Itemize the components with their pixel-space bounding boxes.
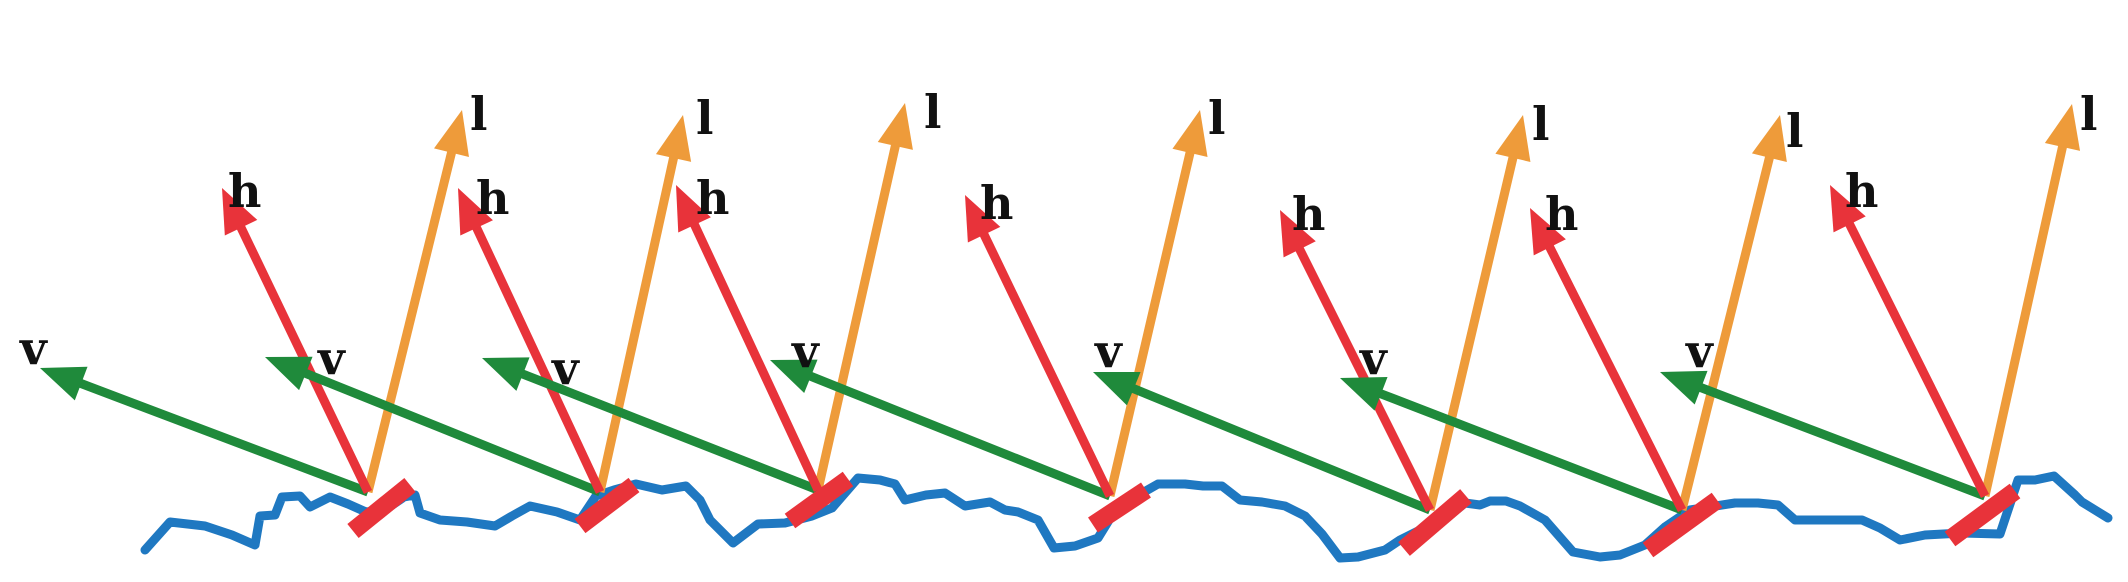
rough-surface-line — [140, 471, 2113, 563]
light-label: l — [1208, 91, 1225, 145]
half-label: h — [980, 176, 1013, 230]
light-label: l — [2080, 87, 2097, 141]
light-vector-arrow — [363, 110, 469, 494]
half-label: h — [1845, 164, 1878, 218]
view-vector-arrow — [482, 357, 820, 495]
view-label: v — [1359, 331, 1388, 385]
view-label: v — [791, 324, 820, 378]
light-vector-arrow — [1105, 110, 1208, 498]
microfacet-bar — [1088, 482, 1151, 533]
view-label: v — [1094, 324, 1123, 378]
view-vector-arrow — [1340, 377, 1684, 515]
facet-1: v h l — [19, 87, 487, 539]
facet-3: vhl — [482, 85, 941, 529]
facet-6: v h l — [1340, 104, 1803, 558]
view-label: v — [551, 341, 580, 395]
view-vector-arrow — [40, 366, 370, 497]
half-vector-arrow — [965, 195, 1115, 498]
view-label: v — [19, 321, 48, 375]
microfacet-bar — [784, 471, 854, 529]
view-label: v — [1685, 324, 1714, 378]
microfacet-bar — [1944, 483, 2021, 547]
microfacet-bar — [1642, 492, 1723, 558]
half-vector-arrow — [1280, 210, 1435, 513]
half-label: h — [228, 164, 261, 218]
half-vector-arrow — [676, 185, 823, 492]
microfacet-bar — [1398, 489, 1472, 556]
half-vector-arrow — [1830, 185, 1990, 499]
light-vector-arrow — [1980, 104, 2081, 497]
microfacet-bar — [574, 477, 640, 534]
view-vector-arrow — [1093, 372, 1432, 515]
half-label: h — [1545, 187, 1578, 241]
light-vector-arrow — [1425, 115, 1531, 512]
half-vector-arrow — [1530, 208, 1687, 513]
view-label: v — [317, 331, 346, 385]
half-label: h — [1292, 187, 1325, 241]
light-label: l — [1786, 104, 1803, 158]
light-vector-arrow — [595, 115, 692, 493]
half-label: h — [476, 171, 509, 225]
light-vector-arrow — [1677, 115, 1787, 512]
light-vector-arrow — [813, 103, 913, 491]
view-vector-arrow — [265, 356, 602, 497]
light-label: l — [1532, 97, 1549, 151]
microfacet-bar — [347, 477, 416, 539]
facet-4: v h l — [770, 91, 1225, 533]
light-label: l — [924, 85, 941, 139]
half-vector-arrow — [458, 188, 605, 494]
half-label: h — [696, 171, 729, 225]
light-label: l — [696, 91, 713, 145]
view-vector-arrow — [770, 359, 1112, 501]
facet-2: v h l — [265, 91, 713, 534]
light-label: l — [470, 87, 487, 141]
facet-7: vhl — [1660, 87, 2097, 547]
view-vector-arrow — [1660, 370, 1987, 501]
